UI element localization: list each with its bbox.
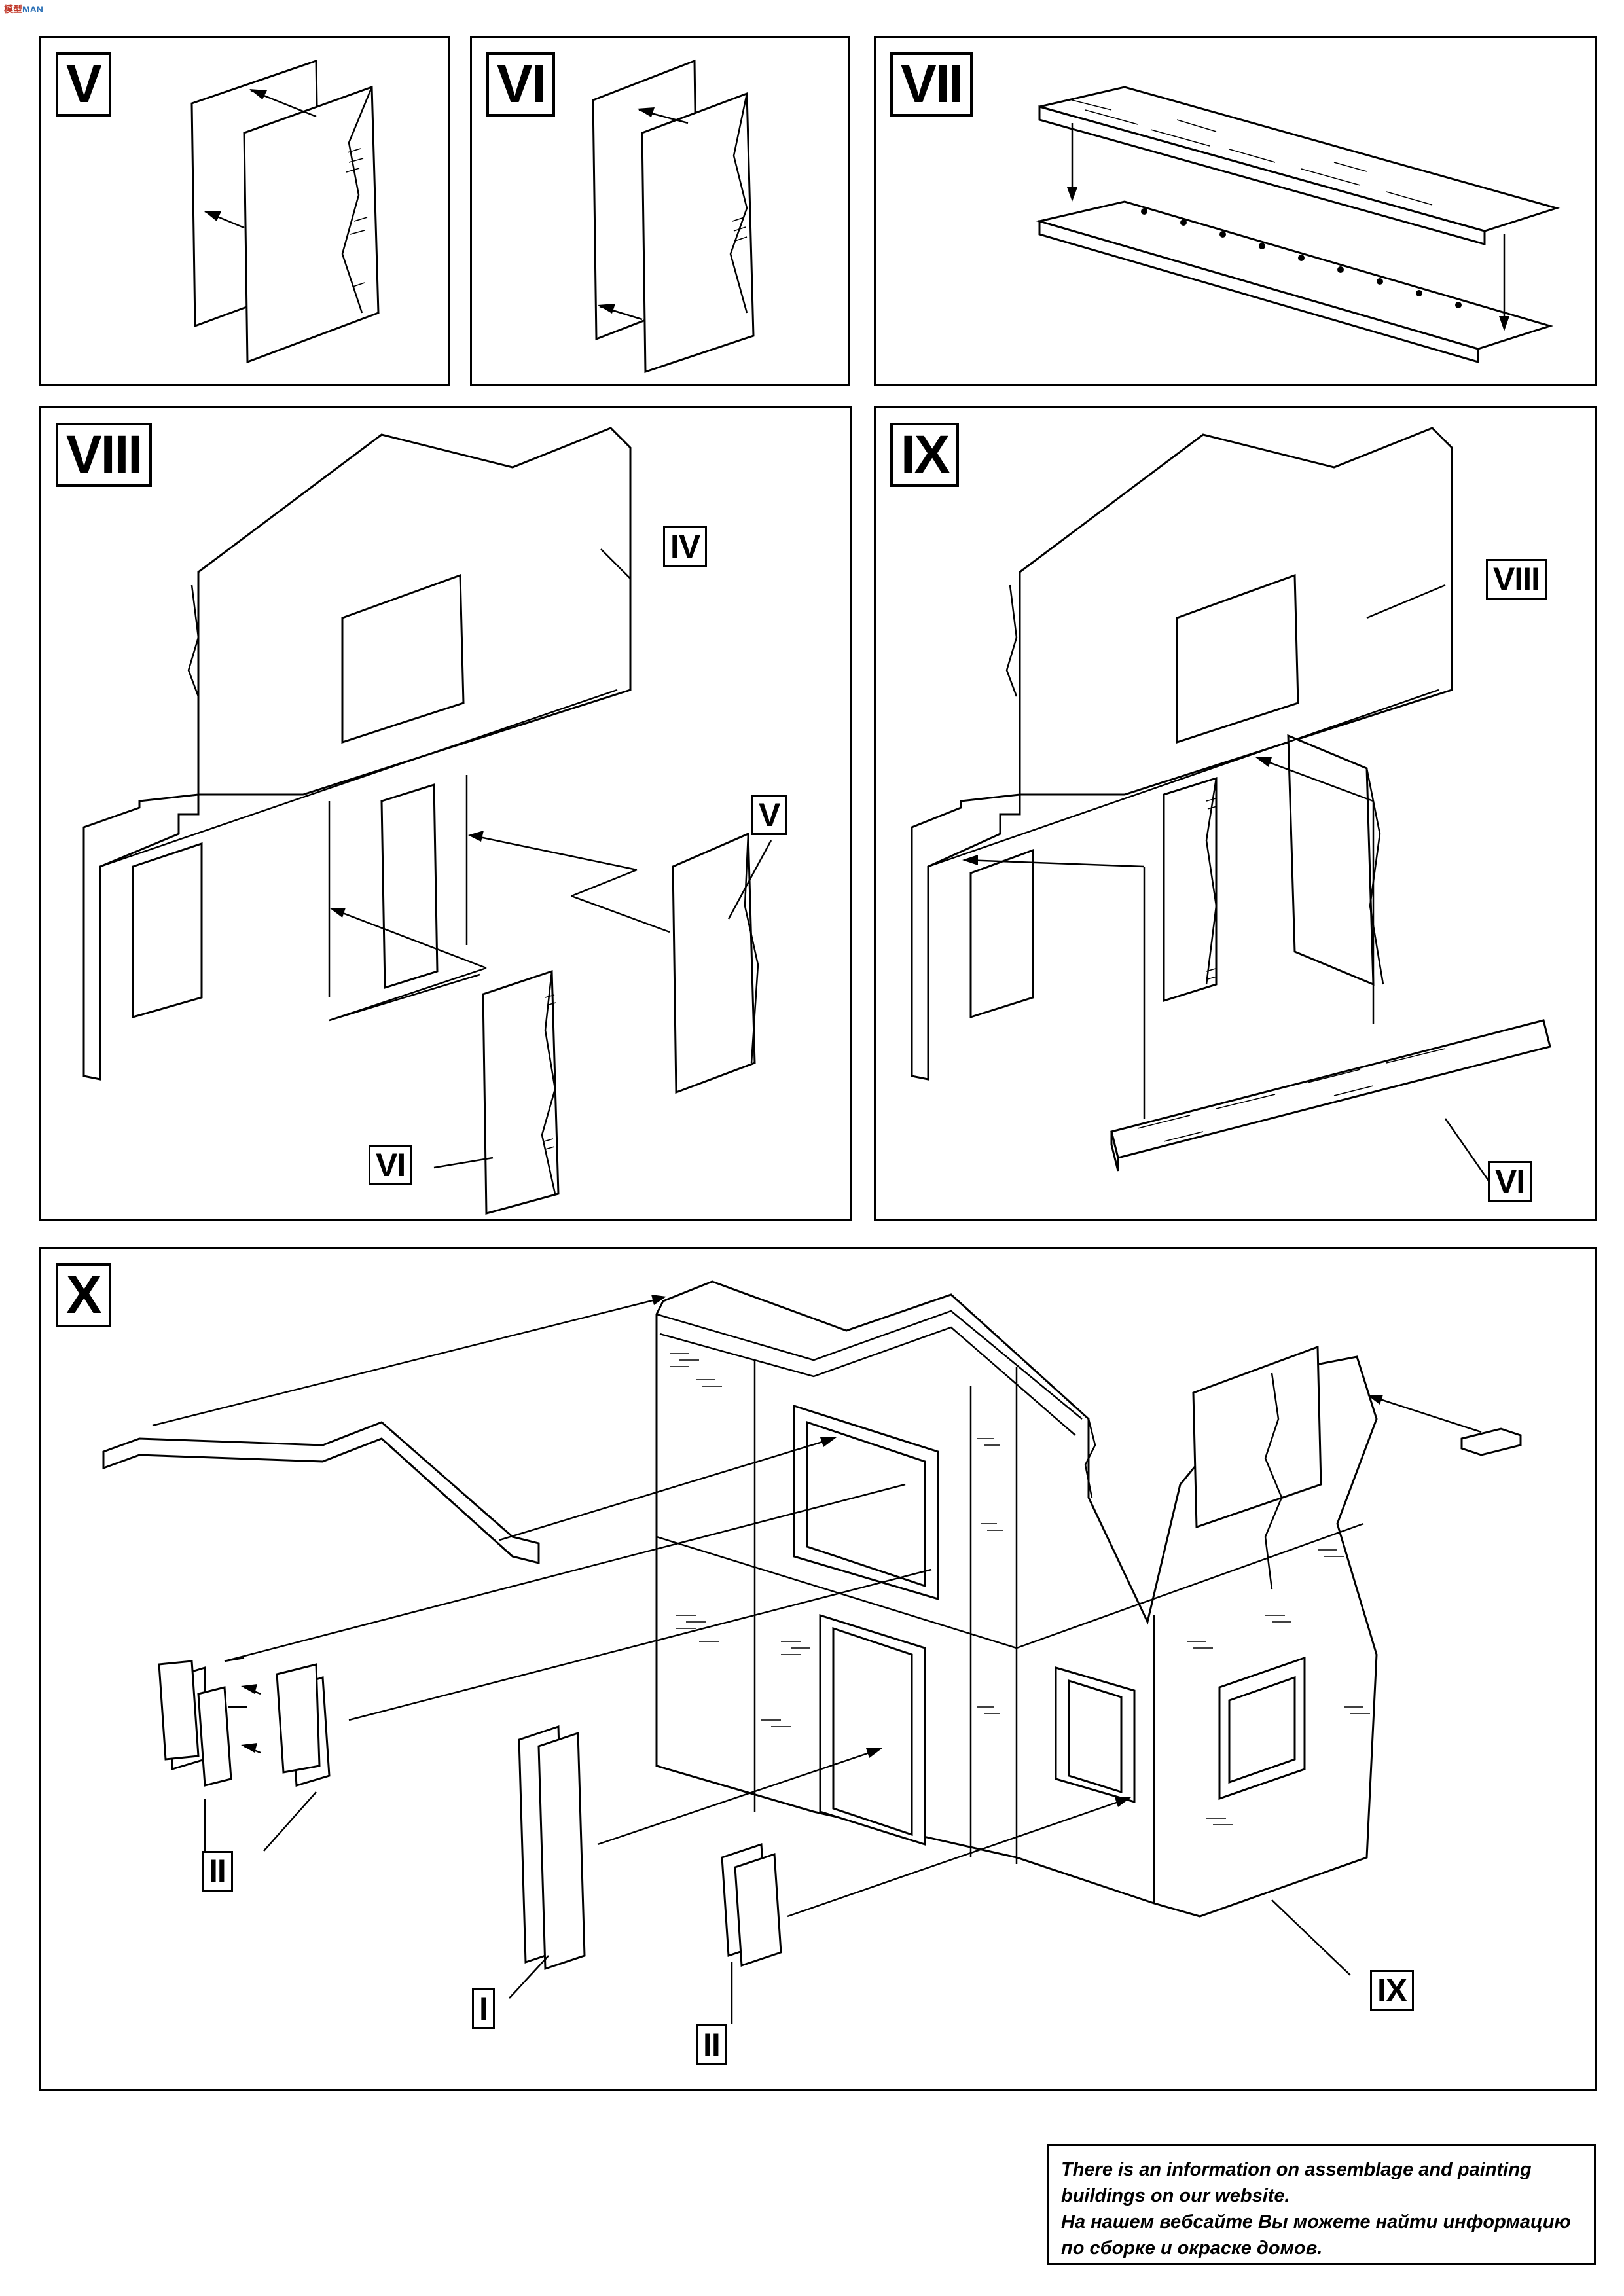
- info-line-4: по сборке и окраске домов.: [1061, 2238, 1323, 2259]
- step-vi-drawing: [592, 59, 755, 374]
- callout-vi-ix: VI: [1488, 1161, 1532, 1202]
- callout-ii-right: II: [696, 2024, 727, 2065]
- step-v-panel: V: [39, 36, 450, 386]
- corner-logo: 模型MAN: [4, 3, 43, 16]
- step-vii-panel: VII: [874, 36, 1597, 386]
- step-ix-drawing: [911, 427, 1551, 1194]
- info-line-2: buildings on our website.: [1061, 2185, 1290, 2206]
- callout-vi: VI: [369, 1145, 413, 1185]
- step-viii-label: VIII: [56, 423, 153, 487]
- callout-v: V: [751, 795, 787, 835]
- step-ix-panel: IX VIII VI: [874, 406, 1597, 1221]
- info-line-1: There is an information on assemblage an…: [1061, 2159, 1532, 2180]
- step-v-label: V: [56, 52, 111, 117]
- step-x-panel: X II I II IX: [39, 1247, 1597, 2091]
- step-viii-panel: VIII IV V VI: [39, 406, 852, 1221]
- step-x-drawing: [102, 1280, 1522, 2024]
- callout-viii: VIII: [1486, 559, 1547, 600]
- step-x-label: X: [56, 1263, 111, 1327]
- step-vii-label: VII: [890, 52, 973, 117]
- info-line-3: На нашем вебсайте Вы можете найти информ…: [1061, 2212, 1571, 2233]
- website-info-box: There is an information on assemblage an…: [1047, 2144, 1596, 2265]
- callout-ix: IX: [1370, 1970, 1415, 2011]
- callout-iv: IV: [663, 526, 708, 567]
- callout-ii-left: II: [202, 1851, 233, 1892]
- step-vi-label: VI: [486, 52, 556, 117]
- step-v-drawing: [190, 59, 380, 364]
- step-ix-label: IX: [890, 423, 960, 487]
- step-vi-panel: VI: [470, 36, 850, 386]
- step-vii-drawing: [1036, 86, 1561, 363]
- logo-part1: 模型: [4, 4, 22, 14]
- callout-i: I: [472, 1988, 495, 2029]
- step-viii-drawing: [82, 427, 772, 1215]
- logo-part2: MAN: [22, 4, 43, 14]
